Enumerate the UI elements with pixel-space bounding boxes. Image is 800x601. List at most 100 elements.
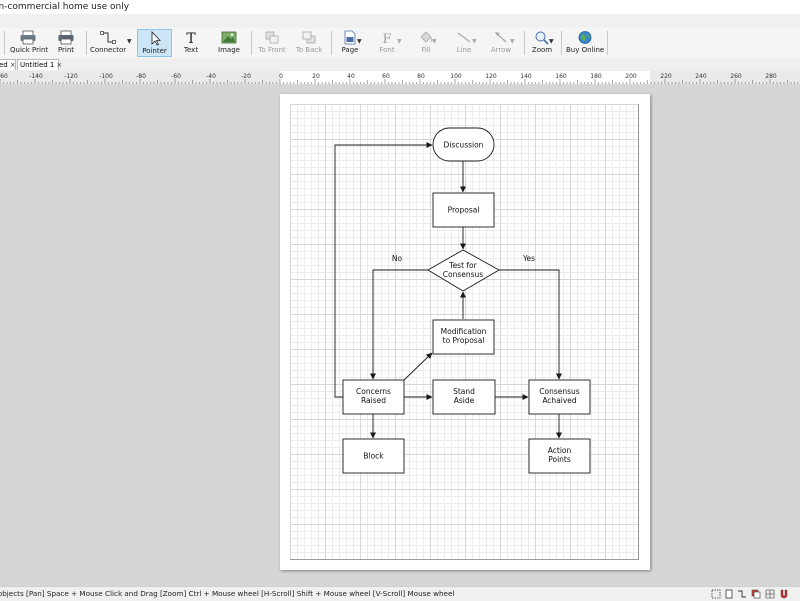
connector-dropdown-icon[interactable]: ▼ <box>127 38 132 45</box>
layers-icon[interactable] <box>751 589 761 599</box>
stand-text-line2: Aside <box>454 396 475 405</box>
quick-print-label: Quick Print <box>10 46 49 54</box>
status-hint-text: g objects [Pan] Space + Mouse Click and … <box>0 589 455 598</box>
ruler-scale: -160-140-120-100-80-60-40-20020406080100… <box>0 71 799 84</box>
print-label: Print <box>57 46 75 54</box>
fill-dropdown-icon[interactable]: ▼ <box>432 38 437 45</box>
stand-text-line1: Stand <box>453 387 475 396</box>
ruler-label: -60 <box>171 73 181 80</box>
svg-text:F: F <box>382 32 391 45</box>
quick-print-button[interactable]: Quick Print <box>10 29 49 57</box>
pointer-button[interactable]: Pointer <box>137 29 172 57</box>
ruler-label: 240 <box>695 73 707 80</box>
horizontal-ruler: -160-140-120-100-80-60-40-20020406080100… <box>0 71 800 85</box>
ruler-label: 160 <box>555 73 567 80</box>
ruler-label: -120 <box>64 73 78 80</box>
ruler-page-extent <box>280 71 650 84</box>
line-button[interactable]: Line <box>450 29 478 57</box>
image-button[interactable]: Image <box>214 29 244 57</box>
test-text-line1: Test for <box>448 261 477 270</box>
menu-bar-area <box>0 14 800 28</box>
consensus-achieved-node[interactable]: Consensus Achaived <box>528 379 591 415</box>
discussion-text: Discussion <box>444 141 484 150</box>
action-text-line2: Points <box>548 455 571 464</box>
text-icon: T <box>186 31 196 45</box>
test-for-consensus-node[interactable]: Test for Consensus <box>427 249 500 292</box>
arrow-dropdown-icon[interactable]: ▼ <box>510 38 515 45</box>
action-points-node[interactable]: Action Points <box>528 438 591 474</box>
svg-text:T: T <box>186 31 196 45</box>
status-bar: g objects [Pan] Space + Mouse Click and … <box>0 586 800 601</box>
concerns-raised-node[interactable]: Concerns Raised <box>342 379 405 415</box>
window-title: on-commercial home use only <box>0 2 130 12</box>
concerns-text-line2: Raised <box>361 396 386 405</box>
yes-branch-label: Yes <box>522 254 535 263</box>
globe-icon <box>578 31 592 44</box>
print-button[interactable]: Print <box>52 29 80 57</box>
page-button[interactable]: Page <box>336 29 364 57</box>
ruler-label: 120 <box>485 73 497 80</box>
arrow-label: Arrow <box>490 46 512 54</box>
snap-to-grid-icon[interactable] <box>765 589 775 599</box>
toolbar-separator <box>251 31 252 55</box>
ruler-label: 280 <box>765 73 777 80</box>
ruler-label: 100 <box>450 73 462 80</box>
fill-label: Fill <box>421 46 431 54</box>
discussion-node[interactable]: Discussion <box>432 127 495 162</box>
font-button[interactable]: F Font <box>374 29 400 57</box>
stand-aside-node[interactable]: Stand Aside <box>432 379 496 415</box>
text-label: Text <box>183 46 199 54</box>
close-tab-icon[interactable]: × <box>56 61 63 69</box>
page-dropdown-icon[interactable]: ▼ <box>357 38 362 45</box>
text-button[interactable]: T Text <box>177 29 205 57</box>
arrow-style-icon <box>495 32 507 43</box>
modification-node[interactable]: Modification to Proposal <box>432 319 495 355</box>
ruler-label: -40 <box>206 73 216 80</box>
ruler-label: -80 <box>136 73 146 80</box>
fill-button[interactable]: Fill <box>412 29 440 57</box>
no-branch-label: No <box>392 254 403 263</box>
printer-icon <box>58 30 74 45</box>
ruler-label: -160 <box>0 73 8 80</box>
toolbar-separator <box>4 31 5 55</box>
ruler-label: -140 <box>29 73 43 80</box>
ruler-label: 200 <box>625 73 637 80</box>
consensus-text-line1: Consensus <box>539 387 580 396</box>
page-view-icon[interactable] <box>724 589 734 599</box>
zoom-dropdown-icon[interactable]: ▼ <box>549 38 554 45</box>
close-tab-icon[interactable]: × <box>9 61 16 69</box>
modification-text-line2: to Proposal <box>443 336 485 345</box>
zoom-button[interactable]: Zoom <box>529 29 555 57</box>
toolbar-separator <box>561 31 562 55</box>
ruler-label: 220 <box>660 73 672 80</box>
line-dropdown-icon[interactable]: ▼ <box>472 38 477 45</box>
ruler-label: -100 <box>99 73 113 80</box>
concerns-text-line1: Concerns <box>356 387 391 396</box>
ruler-label: 40 <box>347 73 355 80</box>
tab-previous-document[interactable]: ed× <box>0 59 16 70</box>
main-toolbar: Quick Print Print Connector ▼ Pointer T … <box>0 28 800 59</box>
ruler-label: 260 <box>730 73 742 80</box>
document-tab-strip: ed× Untitled 1× <box>0 58 800 72</box>
line-label: Line <box>456 46 472 54</box>
buy-online-button[interactable]: Buy Online <box>566 29 604 57</box>
zoom-label: Zoom <box>531 46 553 54</box>
tab-untitled-1[interactable]: Untitled 1× <box>17 59 63 70</box>
proposal-node[interactable]: Proposal <box>432 192 495 228</box>
block-node[interactable]: Block <box>342 438 405 474</box>
modification-text-line1: Modification <box>441 327 487 336</box>
arrow-button[interactable]: Arrow <box>486 29 516 57</box>
page-label: Page <box>341 46 359 54</box>
connector-snap-icon[interactable] <box>737 589 747 599</box>
to-back-button[interactable]: To Back <box>293 29 325 57</box>
font-dropdown-icon[interactable]: ▼ <box>397 38 402 45</box>
connector-button[interactable]: Connector <box>90 29 126 57</box>
fit-page-icon[interactable] <box>711 589 721 599</box>
proposal-text: Proposal <box>448 206 480 215</box>
magnet-icon[interactable] <box>779 589 789 599</box>
to-front-button[interactable]: To Front <box>256 29 288 57</box>
buy-online-label: Buy Online <box>566 46 605 54</box>
toolbar-separator <box>86 31 87 55</box>
toolbar-separator <box>331 31 332 55</box>
tab-label: Untitled 1 <box>20 61 55 69</box>
